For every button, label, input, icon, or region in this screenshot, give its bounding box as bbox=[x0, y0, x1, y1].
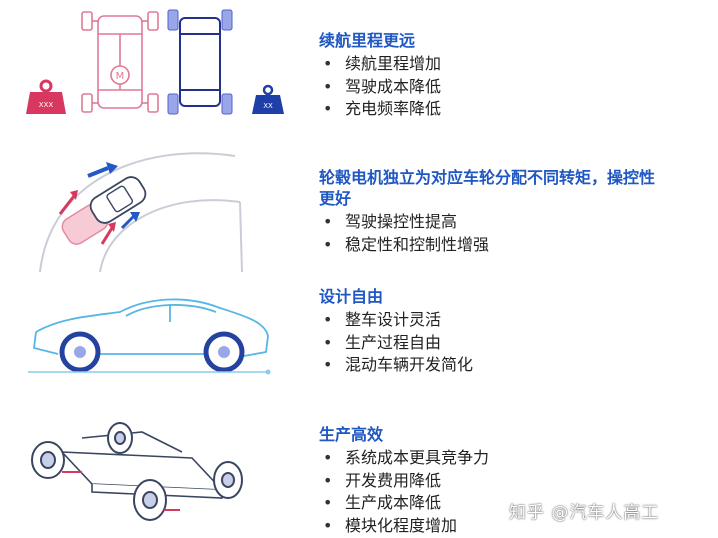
section-title: 生产高效 bbox=[319, 425, 384, 444]
platform-wheels bbox=[31, 422, 243, 521]
list-item: 生产过程自由 bbox=[319, 332, 473, 355]
list-item: 模块化程度增加 bbox=[319, 515, 489, 538]
list-item: 混动车辆开发简化 bbox=[319, 354, 473, 377]
list-item: 稳定性和控制性增强 bbox=[319, 234, 655, 257]
section-design: 设计自由 整车设计灵活 生产过程自由 混动车辆开发简化 bbox=[319, 286, 473, 377]
motor-symbol: M bbox=[116, 71, 125, 82]
skateboard-platform-illustration bbox=[31, 422, 243, 521]
car-top-view-icon bbox=[89, 176, 147, 224]
ground-dot bbox=[265, 369, 271, 375]
bullet-list: 续航里程增加 驾驶成本降低 充电频率降低 bbox=[319, 53, 441, 121]
torque-arrow-icons bbox=[58, 162, 140, 245]
hub-motor-wheels bbox=[167, 9, 233, 115]
list-item: 续航里程增加 bbox=[319, 53, 441, 76]
section-title-cont: 更好 bbox=[319, 189, 352, 208]
hub-motor-accents bbox=[62, 471, 180, 511]
section-range: 续航里程更远 续航里程增加 驾驶成本降低 充电频率降低 bbox=[319, 30, 441, 121]
car-body-outline bbox=[33, 298, 269, 357]
section-title: 设计自由 bbox=[319, 287, 384, 306]
list-item: 系统成本更具竞争力 bbox=[319, 447, 489, 470]
sedan-side-view-illustration bbox=[28, 298, 271, 375]
section-handling: 轮毂电机独立为对应车轮分配不同转矩，操控性 更好 驾驶操控性提高 稳定性和控制性… bbox=[319, 167, 655, 256]
section-title: 轮毂电机独立为对应车轮分配不同转矩，操控性 bbox=[319, 168, 656, 187]
light-weight-label: XX bbox=[263, 102, 273, 110]
list-item: 开发费用降低 bbox=[319, 470, 489, 493]
light-weight-icon bbox=[252, 84, 284, 114]
road-curve bbox=[39, 152, 243, 273]
chassis-heavy-icon bbox=[81, 11, 159, 113]
car-wheels bbox=[59, 331, 245, 373]
list-item: 整车设计灵活 bbox=[319, 309, 473, 332]
chassis-light-icon bbox=[179, 17, 221, 107]
list-item: 驾驶成本降低 bbox=[319, 76, 441, 99]
list-item: 充电频率降低 bbox=[319, 98, 441, 121]
list-item: 驾驶操控性提高 bbox=[319, 211, 655, 234]
heavy-weight-label: XXX bbox=[39, 101, 54, 109]
section-production: 生产高效 系统成本更具竞争力 开发费用降低 生产成本降低 模块化程度增加 bbox=[319, 424, 489, 537]
heavy-weight-icon bbox=[26, 79, 66, 114]
section-title: 续航里程更远 bbox=[319, 31, 416, 50]
list-item: 生产成本降低 bbox=[319, 492, 489, 515]
watermark: 知乎 @汽车人高工 bbox=[509, 503, 660, 523]
bullet-list: 系统成本更具竞争力 开发费用降低 生产成本降低 模块化程度增加 bbox=[319, 447, 489, 537]
chassis-comparison-illustration: M XXX XX bbox=[26, 9, 284, 115]
bullet-list: 驾驶操控性提高 稳定性和控制性增强 bbox=[319, 211, 655, 256]
torque-vectoring-illustration bbox=[39, 152, 243, 273]
bullet-list: 整车设计灵活 生产过程自由 混动车辆开发简化 bbox=[319, 309, 473, 377]
